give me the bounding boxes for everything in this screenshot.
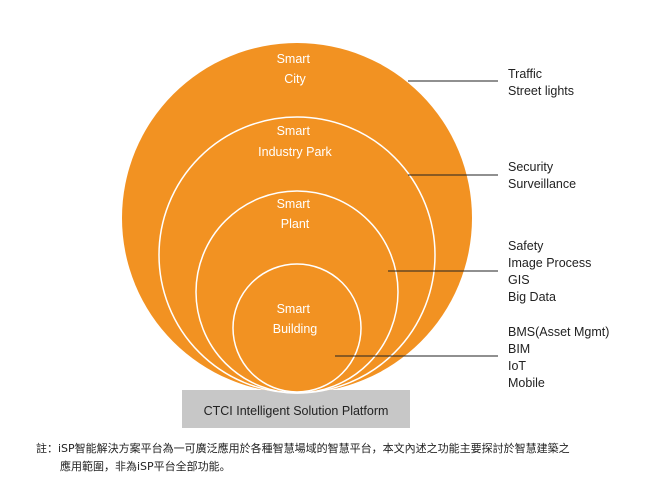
category-building: BMS(Asset Mgmt) BIM IoT Mobile — [508, 325, 613, 390]
circle-smart-city — [122, 43, 472, 393]
category-plant: Safety Image Process GIS Big Data — [508, 239, 595, 304]
label-smart-city: Smart City — [277, 52, 314, 86]
label-smart-industry-park: Smart Industry Park — [258, 124, 332, 159]
platform-box — [182, 390, 410, 428]
circle-smart-plant — [195, 190, 399, 394]
footnote-line-1: 註：iSP智能解決方案平台為一可廣泛應用於各種智慧場域的智慧平台，本文內述之功能… — [36, 442, 570, 455]
label-smart-building: Smart Building — [273, 302, 318, 336]
platform-label: CTCI Intelligent Solution Platform — [204, 404, 389, 418]
footnote-line-2: 應用範圍，非為iSP平台全部功能。 — [60, 460, 231, 473]
circle-smart-building — [232, 263, 362, 393]
category-industry-park: Security Surveillance — [508, 160, 576, 191]
label-smart-plant: Smart Plant — [277, 197, 314, 231]
category-city: Traffic Street lights — [508, 67, 574, 98]
footnote: 註：iSP智能解決方案平台為一可廣泛應用於各種智慧場域的智慧平台，本文內述之功能… — [36, 440, 636, 476]
